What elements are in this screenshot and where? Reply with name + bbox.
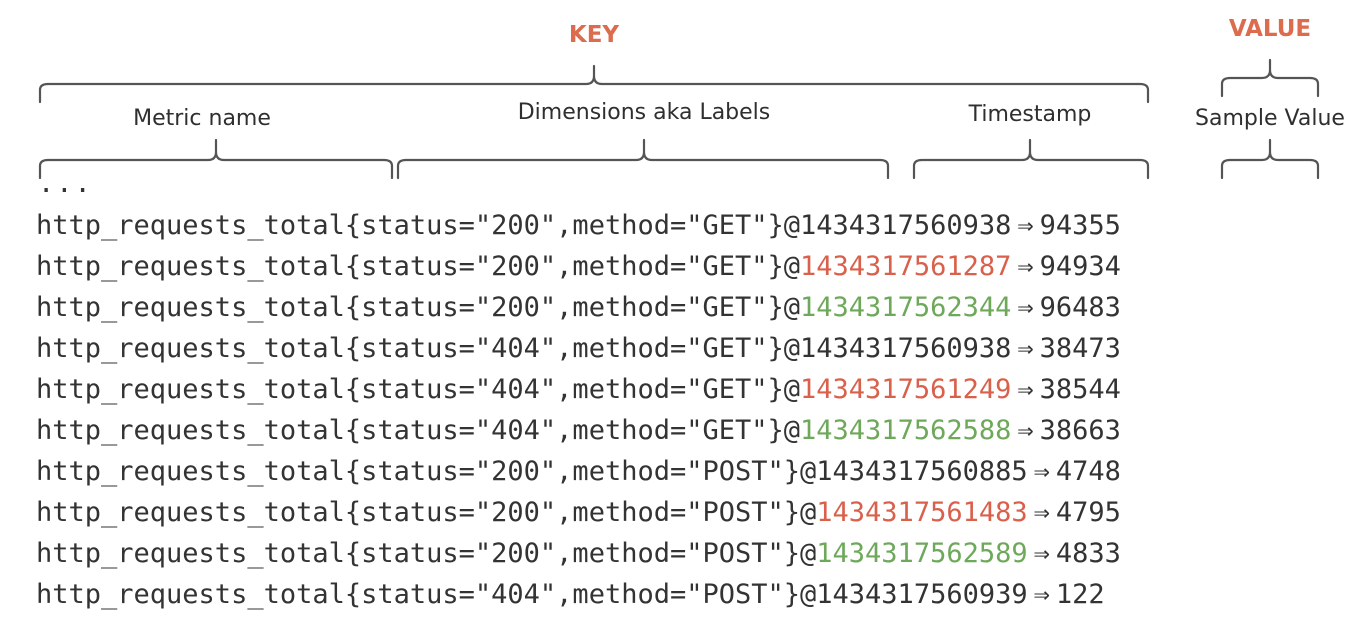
at-sign-text: @ <box>783 251 801 282</box>
sample-value-text: 94355 <box>1039 210 1121 241</box>
metric-name-text: http_requests_total <box>36 538 345 569</box>
timestamp-text: 1434317560939 <box>816 579 1028 610</box>
timestamp-text: 1434317562588 <box>800 415 1012 446</box>
labels-text: {status="200",method="POST"} <box>344 497 801 528</box>
ellipsis-text: ... <box>38 168 93 199</box>
timestamp-label: Timestamp <box>968 102 1092 127</box>
labels-text: {status="200",method="POST"} <box>344 538 801 569</box>
arrow-text: ⇒ <box>1033 538 1050 569</box>
sample-row: http_requests_total{status="200",method=… <box>36 533 1121 574</box>
sample-row: http_requests_total{status="200",method=… <box>36 492 1121 533</box>
sample-row: http_requests_total{status="200",method=… <box>36 287 1121 328</box>
sample-row: http_requests_total{status="200",method=… <box>36 205 1121 246</box>
sample-value-text: 94934 <box>1039 251 1121 282</box>
metric-name-bracket <box>38 138 394 180</box>
arrow-text: ⇒ <box>1017 292 1034 323</box>
at-sign-text: @ <box>800 456 817 487</box>
sample-value-text: 38544 <box>1039 374 1121 405</box>
timestamp-bracket <box>912 138 1150 180</box>
at-sign-text: @ <box>783 333 801 364</box>
timestamp-text: 1434317561483 <box>816 497 1028 528</box>
key-bracket <box>38 64 1150 104</box>
arrow-text: ⇒ <box>1017 251 1034 282</box>
sample-value-text: 96483 <box>1039 292 1121 323</box>
sample-value-text: 4795 <box>1055 497 1121 528</box>
value-bracket <box>1220 58 1320 98</box>
metric-name-text: http_requests_total <box>36 579 345 610</box>
arrow-text: ⇒ <box>1017 333 1034 364</box>
sample-row: http_requests_total{status="404",method=… <box>36 328 1121 369</box>
arrow-text: ⇒ <box>1017 210 1034 241</box>
key-header: KEY <box>568 22 620 48</box>
dimensions-bracket <box>396 138 890 180</box>
sample-row: http_requests_total{status="200",method=… <box>36 246 1121 287</box>
metric-name-text: http_requests_total <box>36 374 345 405</box>
sample-value-text: 4748 <box>1055 456 1121 487</box>
sample-rows: http_requests_total{status="200",method=… <box>36 205 1121 615</box>
arrow-text: ⇒ <box>1033 497 1050 528</box>
sample-row: http_requests_total{status="404",method=… <box>36 410 1121 451</box>
timestamp-text: 1434317560938 <box>800 333 1012 364</box>
labels-text: {status="200",method="GET"} <box>344 251 784 282</box>
metric-name-text: http_requests_total <box>36 415 345 446</box>
at-sign-text: @ <box>783 415 801 446</box>
sample-row: http_requests_total{status="404",method=… <box>36 369 1121 410</box>
sample-value-text: 38473 <box>1039 333 1121 364</box>
labels-text: {status="200",method="GET"} <box>344 292 784 323</box>
at-sign-text: @ <box>800 497 817 528</box>
sample-value-text: 122 <box>1055 579 1105 610</box>
metric-name-text: http_requests_total <box>36 333 345 364</box>
labels-text: {status="404",method="GET"} <box>344 374 784 405</box>
arrow-text: ⇒ <box>1033 456 1050 487</box>
labels-text: {status="404",method="GET"} <box>344 333 784 364</box>
at-sign-text: @ <box>783 210 801 241</box>
at-sign-text: @ <box>783 374 801 405</box>
at-sign-text: @ <box>783 292 801 323</box>
at-sign-text: @ <box>800 579 817 610</box>
labels-text: {status="404",method="GET"} <box>344 415 784 446</box>
at-sign-text: @ <box>800 538 817 569</box>
sample-value-text: 38663 <box>1039 415 1121 446</box>
arrow-text: ⇒ <box>1033 579 1050 610</box>
labels-text: {status="200",method="GET"} <box>344 210 784 241</box>
labels-text: {status="404",method="POST"} <box>344 579 801 610</box>
arrow-text: ⇒ <box>1017 374 1034 405</box>
sample-row: http_requests_total{status="200",method=… <box>36 451 1121 492</box>
timestamp-text: 1434317560938 <box>800 210 1012 241</box>
labels-text: {status="200",method="POST"} <box>344 456 801 487</box>
metric-name-text: http_requests_total <box>36 210 345 241</box>
metric-name-text: http_requests_total <box>36 292 345 323</box>
metric-name-text: http_requests_total <box>36 456 345 487</box>
timestamp-text: 1434317562589 <box>816 538 1028 569</box>
timestamp-text: 1434317561287 <box>800 251 1012 282</box>
dimensions-label: Dimensions aka Labels <box>517 100 771 125</box>
metric-name-text: http_requests_total <box>36 251 345 282</box>
sample-value-text: 4833 <box>1055 538 1121 569</box>
arrow-text: ⇒ <box>1017 415 1034 446</box>
timestamp-text: 1434317561249 <box>800 374 1012 405</box>
value-header: VALUE <box>1228 16 1312 42</box>
sample-row: http_requests_total{status="404",method=… <box>36 574 1121 615</box>
metric-name-label: Metric name <box>133 106 271 131</box>
sample-value-label: Sample Value <box>1195 106 1345 131</box>
timestamp-text: 1434317560885 <box>816 456 1028 487</box>
metric-name-text: http_requests_total <box>36 497 345 528</box>
sample-value-bracket <box>1220 138 1320 180</box>
timestamp-text: 1434317562344 <box>800 292 1012 323</box>
